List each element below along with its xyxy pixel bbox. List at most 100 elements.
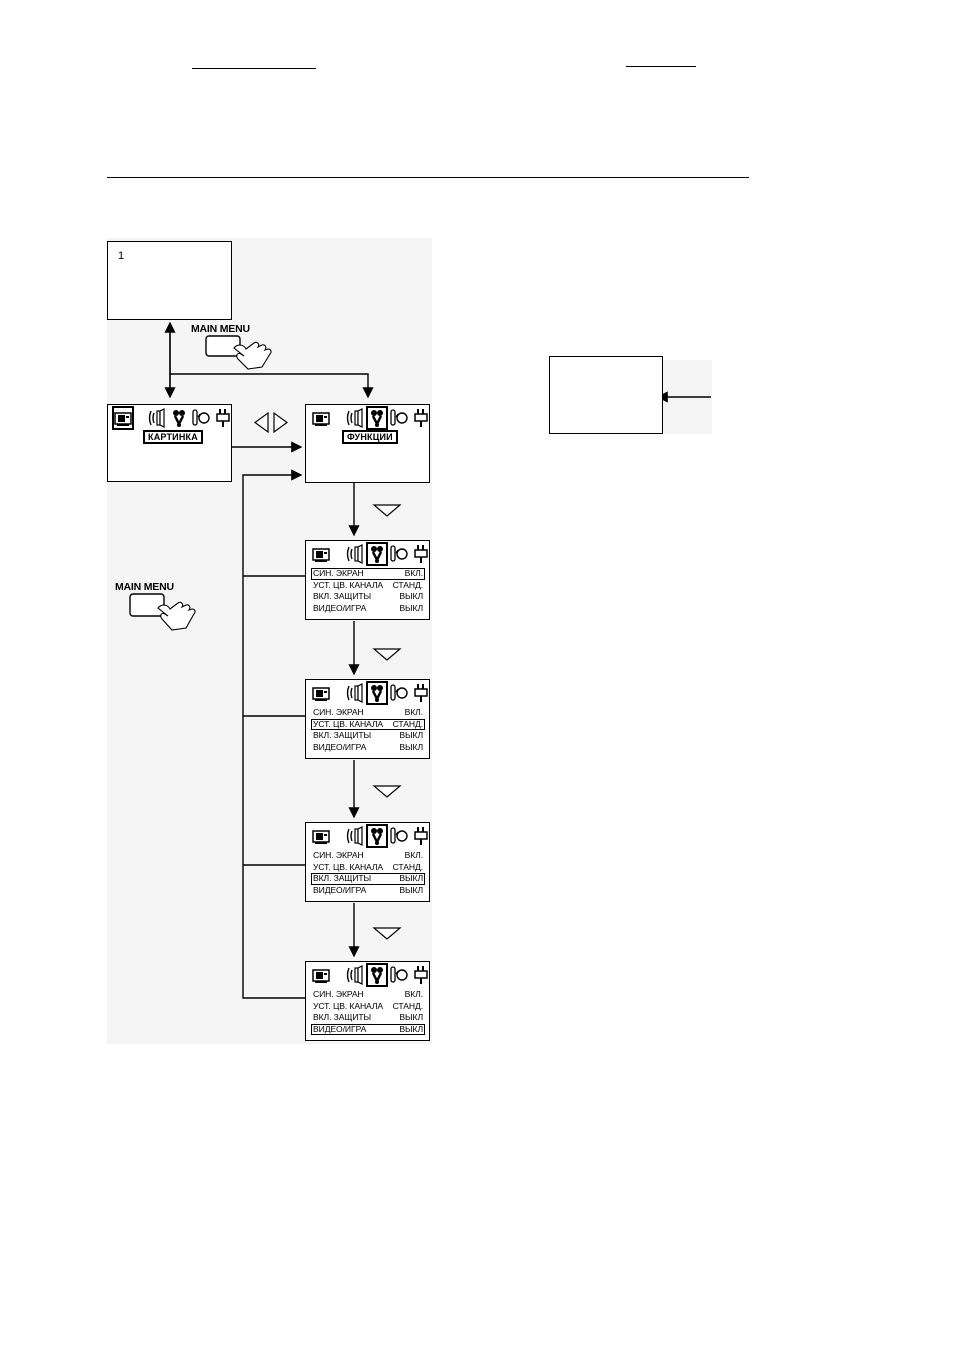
- main-menu-label-left: MAIN MENU: [115, 581, 174, 593]
- sound-icon[interactable]: [345, 826, 363, 846]
- sound-icon[interactable]: [345, 683, 363, 703]
- menu-row[interactable]: ВИДЕО/ИГРА ВЫКЛ: [311, 603, 425, 615]
- menu-row-value: СТАНД.: [392, 718, 424, 729]
- down-button-icon: [372, 504, 402, 517]
- section-divider: [107, 177, 749, 178]
- left-button-icon: [253, 411, 269, 434]
- menu-row-value: ВЫКЛ: [399, 873, 423, 883]
- channel-screen: 1: [107, 241, 232, 320]
- sound-icon[interactable]: [345, 408, 363, 428]
- menu-row-value: ВКЛ.: [404, 568, 423, 578]
- menu-row-value: ВЫКЛ: [399, 1023, 423, 1034]
- header-underline-right: [626, 66, 696, 67]
- picture-icon[interactable]: [312, 826, 330, 846]
- functions-menu-title: ФУНКЦИИ: [342, 430, 398, 444]
- menu-row-label: ВКЛ. ЗАЩИТЫ: [313, 1012, 372, 1022]
- menu-row-label: СИН. ЭКРАН: [313, 989, 364, 999]
- menu-row-value: СТАНД.: [392, 861, 424, 872]
- menu-row-value: ВКЛ.: [404, 989, 423, 999]
- menu-row[interactable]: ВИДЕО/ИГРА ВЫКЛ: [311, 1023, 425, 1035]
- menu-row-value: ВЫКЛ: [399, 730, 423, 740]
- picture-icon[interactable]: [312, 408, 330, 428]
- functions-icon[interactable]: [170, 408, 188, 428]
- sound-icon[interactable]: [345, 965, 363, 985]
- menu-row[interactable]: СИН. ЭКРАН ВКЛ.: [311, 850, 425, 862]
- pointing-hand-icon: [157, 601, 196, 631]
- picture-icon[interactable]: [312, 544, 330, 564]
- install-icon[interactable]: [390, 965, 408, 985]
- menu-row[interactable]: ВИДЕО/ИГРА ВЫКЛ: [311, 742, 425, 754]
- down-button-icon: [372, 648, 402, 661]
- menu-row-label: ВИДЕО/ИГРА: [313, 741, 367, 752]
- plug-icon[interactable]: [414, 826, 428, 846]
- menu-row-value: ВЫКЛ: [399, 602, 423, 613]
- down-button-icon: [372, 785, 402, 798]
- menu-row[interactable]: УСТ. ЦВ. КАНАЛА СТАНД.: [311, 580, 425, 592]
- menu-row-value: СТАНД.: [392, 579, 424, 590]
- channel-number: 1: [118, 250, 125, 262]
- menu-row[interactable]: УСТ. ЦВ. КАНАЛА СТАНД.: [311, 1001, 425, 1013]
- menu-row[interactable]: СИН. ЭКРАН ВКЛ.: [311, 989, 425, 1001]
- down-button-icon: [372, 927, 402, 940]
- menu-row-value: ВКЛ.: [404, 850, 423, 860]
- install-icon[interactable]: [390, 544, 408, 564]
- right-button-icon: [273, 411, 289, 434]
- menu-row-label: СИН. ЭКРАН: [313, 850, 364, 860]
- functions-icon[interactable]: [366, 542, 388, 566]
- diagram-panel: [107, 238, 432, 1044]
- menu-row-label: ВКЛ. ЗАЩИТЫ: [313, 730, 372, 740]
- menu-row-value: ВЫКЛ: [399, 741, 423, 752]
- menu-row-label: УСТ. ЦВ. КАНАЛА: [313, 579, 384, 590]
- main-menu-button-left[interactable]: [128, 591, 210, 635]
- menu-row[interactable]: УСТ. ЦВ. КАНАЛА СТАНД.: [311, 862, 425, 874]
- install-icon[interactable]: [390, 683, 408, 703]
- plug-icon[interactable]: [414, 683, 428, 703]
- picture-icon[interactable]: [112, 406, 134, 430]
- picture-menu-screen: КАРТИНКА: [107, 404, 232, 482]
- picture-icon[interactable]: [312, 683, 330, 703]
- main-menu-label-top: MAIN MENU: [191, 323, 250, 335]
- sound-icon[interactable]: [147, 408, 165, 428]
- menu-row[interactable]: ВКЛ. ЗАЩИТЫ ВЫКЛ: [311, 873, 425, 885]
- functions-icon[interactable]: [366, 963, 388, 987]
- picture-icon[interactable]: [312, 965, 330, 985]
- menu-row-label: СИН. ЭКРАН: [313, 568, 364, 578]
- install-icon[interactable]: [390, 408, 408, 428]
- plug-icon[interactable]: [414, 544, 428, 564]
- menu-row-value: ВЫКЛ: [399, 591, 423, 601]
- plug-icon[interactable]: [414, 965, 428, 985]
- functions-icon[interactable]: [366, 681, 388, 705]
- functions-icon[interactable]: [366, 824, 388, 848]
- menu-row-value: СТАНД.: [392, 1000, 424, 1011]
- menu-row-label: ВИДЕО/ИГРА: [313, 1023, 367, 1034]
- install-icon[interactable]: [390, 826, 408, 846]
- install-icon[interactable]: [192, 408, 210, 428]
- menu-row-label: СИН. ЭКРАН: [313, 707, 364, 717]
- menu-row[interactable]: ВКЛ. ЗАЩИТЫ ВЫКЛ: [311, 730, 425, 742]
- menu-rows: СИН. ЭКРАН ВКЛ. УСТ. ЦВ. КАНАЛА СТАНД.ВКЛ. …: [311, 568, 425, 614]
- menu-row-label: УСТ. ЦВ. КАНАЛА: [313, 1000, 384, 1011]
- plug-icon[interactable]: [216, 408, 230, 428]
- menu-row-value: ВЫКЛ: [399, 884, 423, 895]
- menu-row-label: УСТ. ЦВ. КАНАЛА: [313, 861, 384, 872]
- functions-icon[interactable]: [366, 406, 388, 430]
- plug-icon[interactable]: [414, 408, 428, 428]
- menu-row-label: ВИДЕО/ИГРА: [313, 602, 367, 613]
- sound-icon[interactable]: [345, 544, 363, 564]
- menu-row[interactable]: СИН. ЭКРАН ВКЛ.: [311, 568, 425, 580]
- callout-box: [549, 356, 663, 434]
- picture-menu-title: КАРТИНКА: [143, 430, 203, 444]
- menu-row-label: ВКЛ. ЗАЩИТЫ: [313, 873, 372, 883]
- main-menu-button-top[interactable]: [204, 333, 286, 373]
